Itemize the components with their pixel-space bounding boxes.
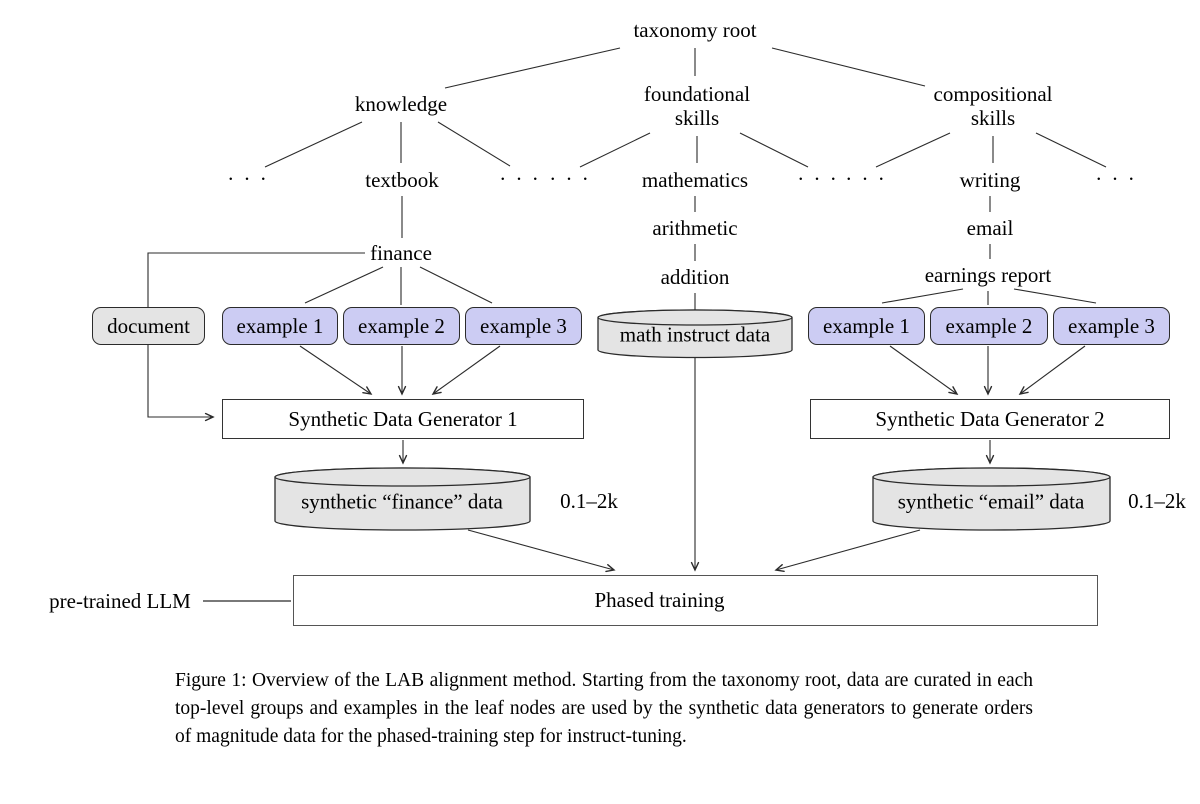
- node-foundational-skills: foundational skills: [643, 82, 751, 130]
- example-label: example 3: [480, 313, 567, 338]
- phased-training-box: Phased training: [293, 575, 1098, 626]
- node-mathematics: mathematics: [641, 168, 749, 192]
- node-earnings-report: earnings report: [924, 263, 1052, 287]
- email-data-cylinder: [872, 467, 1111, 531]
- example-label: example 2: [358, 313, 445, 338]
- ellipsis-4: · · ·: [797, 167, 839, 191]
- generator-label: Synthetic Data Generator 2: [875, 406, 1105, 431]
- phased-training-label: Phased training: [594, 588, 725, 612]
- node-addition: addition: [660, 265, 730, 289]
- ellipsis-6: · · ·: [1095, 167, 1137, 191]
- synthetic-data-generator-1-box: Synthetic Data Generator 1: [222, 399, 584, 439]
- generator-label: Synthetic Data Generator 1: [288, 406, 518, 431]
- data-cylinders: [274, 309, 1111, 531]
- range-annotation-right: 0.1–2k: [1128, 489, 1186, 513]
- document-label: document: [107, 313, 190, 338]
- example-label: example 2: [945, 313, 1033, 338]
- ellipsis-5: · · ·: [845, 167, 887, 191]
- tree-edges: [264, 47, 1107, 305]
- node-taxonomy-root: taxonomy root: [633, 18, 757, 42]
- document-box: document: [92, 307, 205, 345]
- example-label: example 1: [823, 313, 910, 338]
- ellipsis-3: · · ·: [549, 167, 591, 191]
- node-arithmetic: arithmetic: [652, 216, 738, 240]
- math-instruct-data-cylinder: [597, 309, 793, 359]
- node-email: email: [966, 216, 1014, 240]
- example-box-right-2: example 2: [930, 307, 1048, 345]
- node-finance: finance: [370, 241, 432, 265]
- range-annotation-left: 0.1–2k: [560, 489, 618, 513]
- pretrained-llm-label: pre-trained LLM: [49, 589, 191, 613]
- example-box-right-3: example 3: [1053, 307, 1170, 345]
- figure-caption: Figure 1: Overview of the LAB alignment …: [175, 670, 1033, 747]
- math-instruct-data-label: math instruct data: [619, 322, 771, 347]
- email-data-label: synthetic “email” data: [897, 489, 1085, 514]
- node-writing: writing: [959, 168, 1021, 192]
- node-knowledge: knowledge: [354, 92, 448, 116]
- example-box-left-2: example 2: [343, 307, 460, 345]
- example-box-left-1: example 1: [222, 307, 338, 345]
- ellipsis-1: · · ·: [227, 167, 269, 191]
- finance-data-cylinder: [274, 467, 531, 531]
- node-compositional-skills: compositional skills: [933, 82, 1053, 130]
- example-label: example 3: [1068, 313, 1155, 338]
- finance-data-label: synthetic “finance” data: [301, 489, 503, 514]
- node-textbook: textbook: [365, 168, 439, 192]
- ellipsis-2: · · ·: [499, 167, 541, 191]
- synthetic-data-generator-2-box: Synthetic Data Generator 2: [810, 399, 1170, 439]
- example-box-left-3: example 3: [465, 307, 582, 345]
- example-label: example 1: [236, 313, 324, 338]
- example-box-right-1: example 1: [808, 307, 925, 345]
